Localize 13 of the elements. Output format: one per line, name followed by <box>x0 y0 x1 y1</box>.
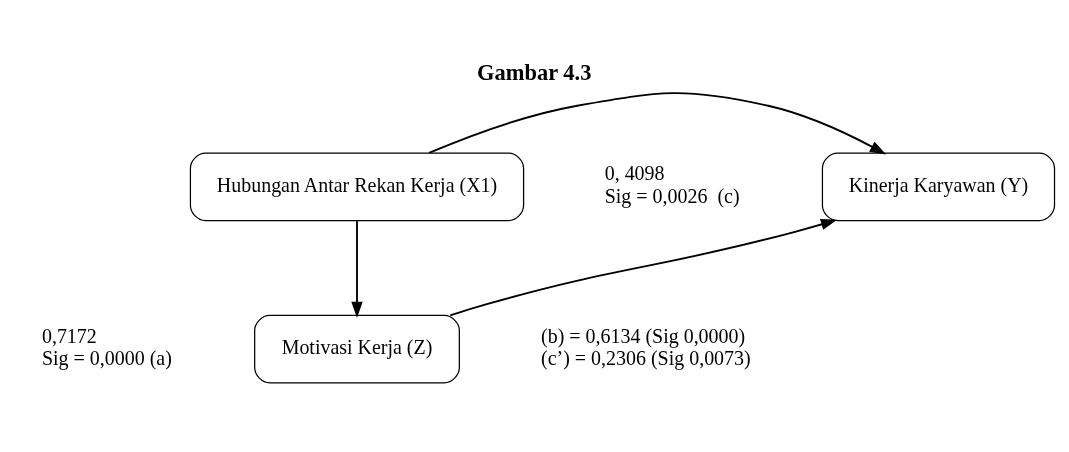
arrow <box>449 218 838 317</box>
node-box: Kinerja Karyawan (Y) <box>821 152 1056 222</box>
label: (c’) = 0,2306 (Sig 0,0073) <box>541 347 751 370</box>
label: 0,7172 <box>41 324 97 347</box>
diagram-title: Gambar 4.3 <box>477 59 592 85</box>
node-box: Motivasi Kerja (Z) <box>254 314 460 384</box>
arrow <box>428 92 887 155</box>
label: Sig = 0,0026 (c) <box>604 184 740 207</box>
label: Sig = 0,0000 (a) <box>41 347 172 370</box>
arrow <box>351 219 363 318</box>
node-box: Hubungan Antar Rekan Kerja (X1) <box>189 152 525 222</box>
label: (b) = 0,6134 (Sig 0,0000) <box>541 324 746 347</box>
label: 0, 4098 <box>604 162 665 185</box>
